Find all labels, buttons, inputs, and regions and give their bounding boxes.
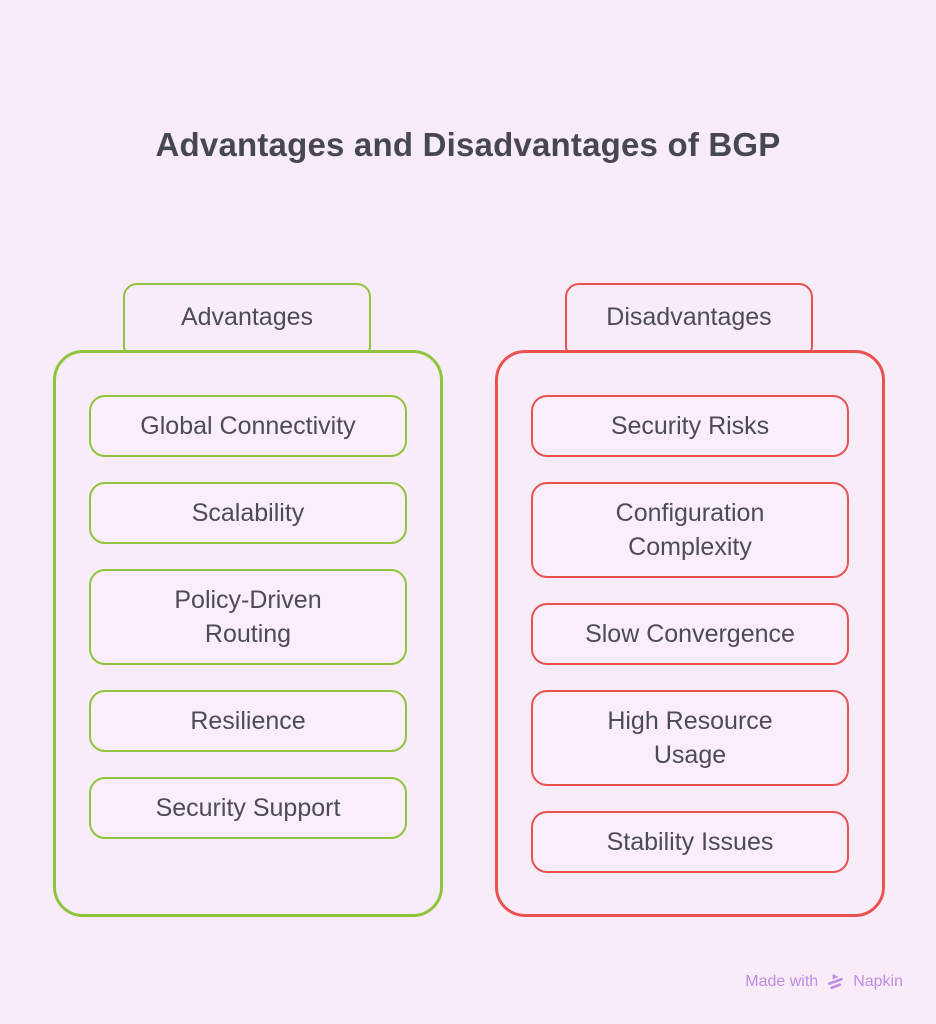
disadvantages-item: Security Risks <box>531 395 849 457</box>
advantages-item: Global Connectivity <box>89 395 407 457</box>
advantages-item: Policy-Driven Routing <box>89 569 407 665</box>
advantages-item: Security Support <box>89 777 407 839</box>
disadvantages-container: Security Risks Configuration Complexity … <box>495 350 885 917</box>
advantages-header-label: Advantages <box>180 303 314 331</box>
advantages-header-tab: Advantages <box>123 283 371 360</box>
disadvantages-item: Configuration Complexity <box>531 482 849 578</box>
advantages-item: Resilience <box>89 690 407 752</box>
page-title: Advantages and Disadvantages of BGP <box>155 126 781 163</box>
disadvantages-item: Slow Convergence <box>531 603 849 665</box>
advantages-item: Scalability <box>89 482 407 544</box>
napkin-logo-icon <box>825 971 846 992</box>
made-with-text: Made with <box>745 972 819 990</box>
advantages-container: Global Connectivity Scalability Policy-D… <box>53 350 443 917</box>
disadvantages-item: High Resource Usage <box>531 690 849 786</box>
napkin-brand-text: Napkin <box>853 972 903 990</box>
disadvantages-item: Stability Issues <box>531 811 849 873</box>
disadvantages-header-tab: Disadvantages <box>565 283 813 360</box>
disadvantages-header-label: Disadvantages <box>606 303 772 331</box>
footer-credit: Made with Napkin <box>745 971 903 992</box>
